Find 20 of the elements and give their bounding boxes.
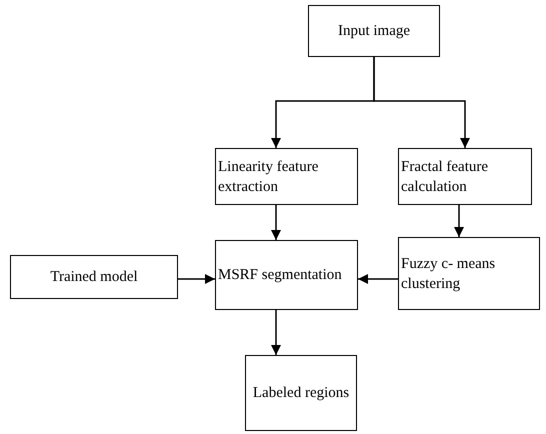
process-box <box>215 148 358 205</box>
box-label: Trained model <box>50 268 138 287</box>
box-label: Labeled regions <box>252 384 350 403</box>
arrow <box>454 205 464 237</box>
box-label: Linearity feature extraction <box>218 158 320 196</box>
arrow <box>271 205 281 240</box>
box-label: Fuzzy c- means clustering <box>401 254 496 294</box>
box-label: MSRF segmentation <box>218 266 342 285</box>
arrow <box>373 57 470 148</box>
process-box <box>10 255 178 299</box>
arrow <box>358 274 398 284</box>
arrow <box>178 274 215 284</box>
process-box <box>245 355 357 431</box>
process-box <box>215 240 358 310</box>
box-label: Input image <box>338 22 410 41</box>
process-box <box>308 5 440 57</box>
box-label: Fractal feature calculation <box>401 158 490 196</box>
process-box <box>398 148 532 205</box>
arrow <box>271 310 281 355</box>
process-box <box>398 237 540 310</box>
